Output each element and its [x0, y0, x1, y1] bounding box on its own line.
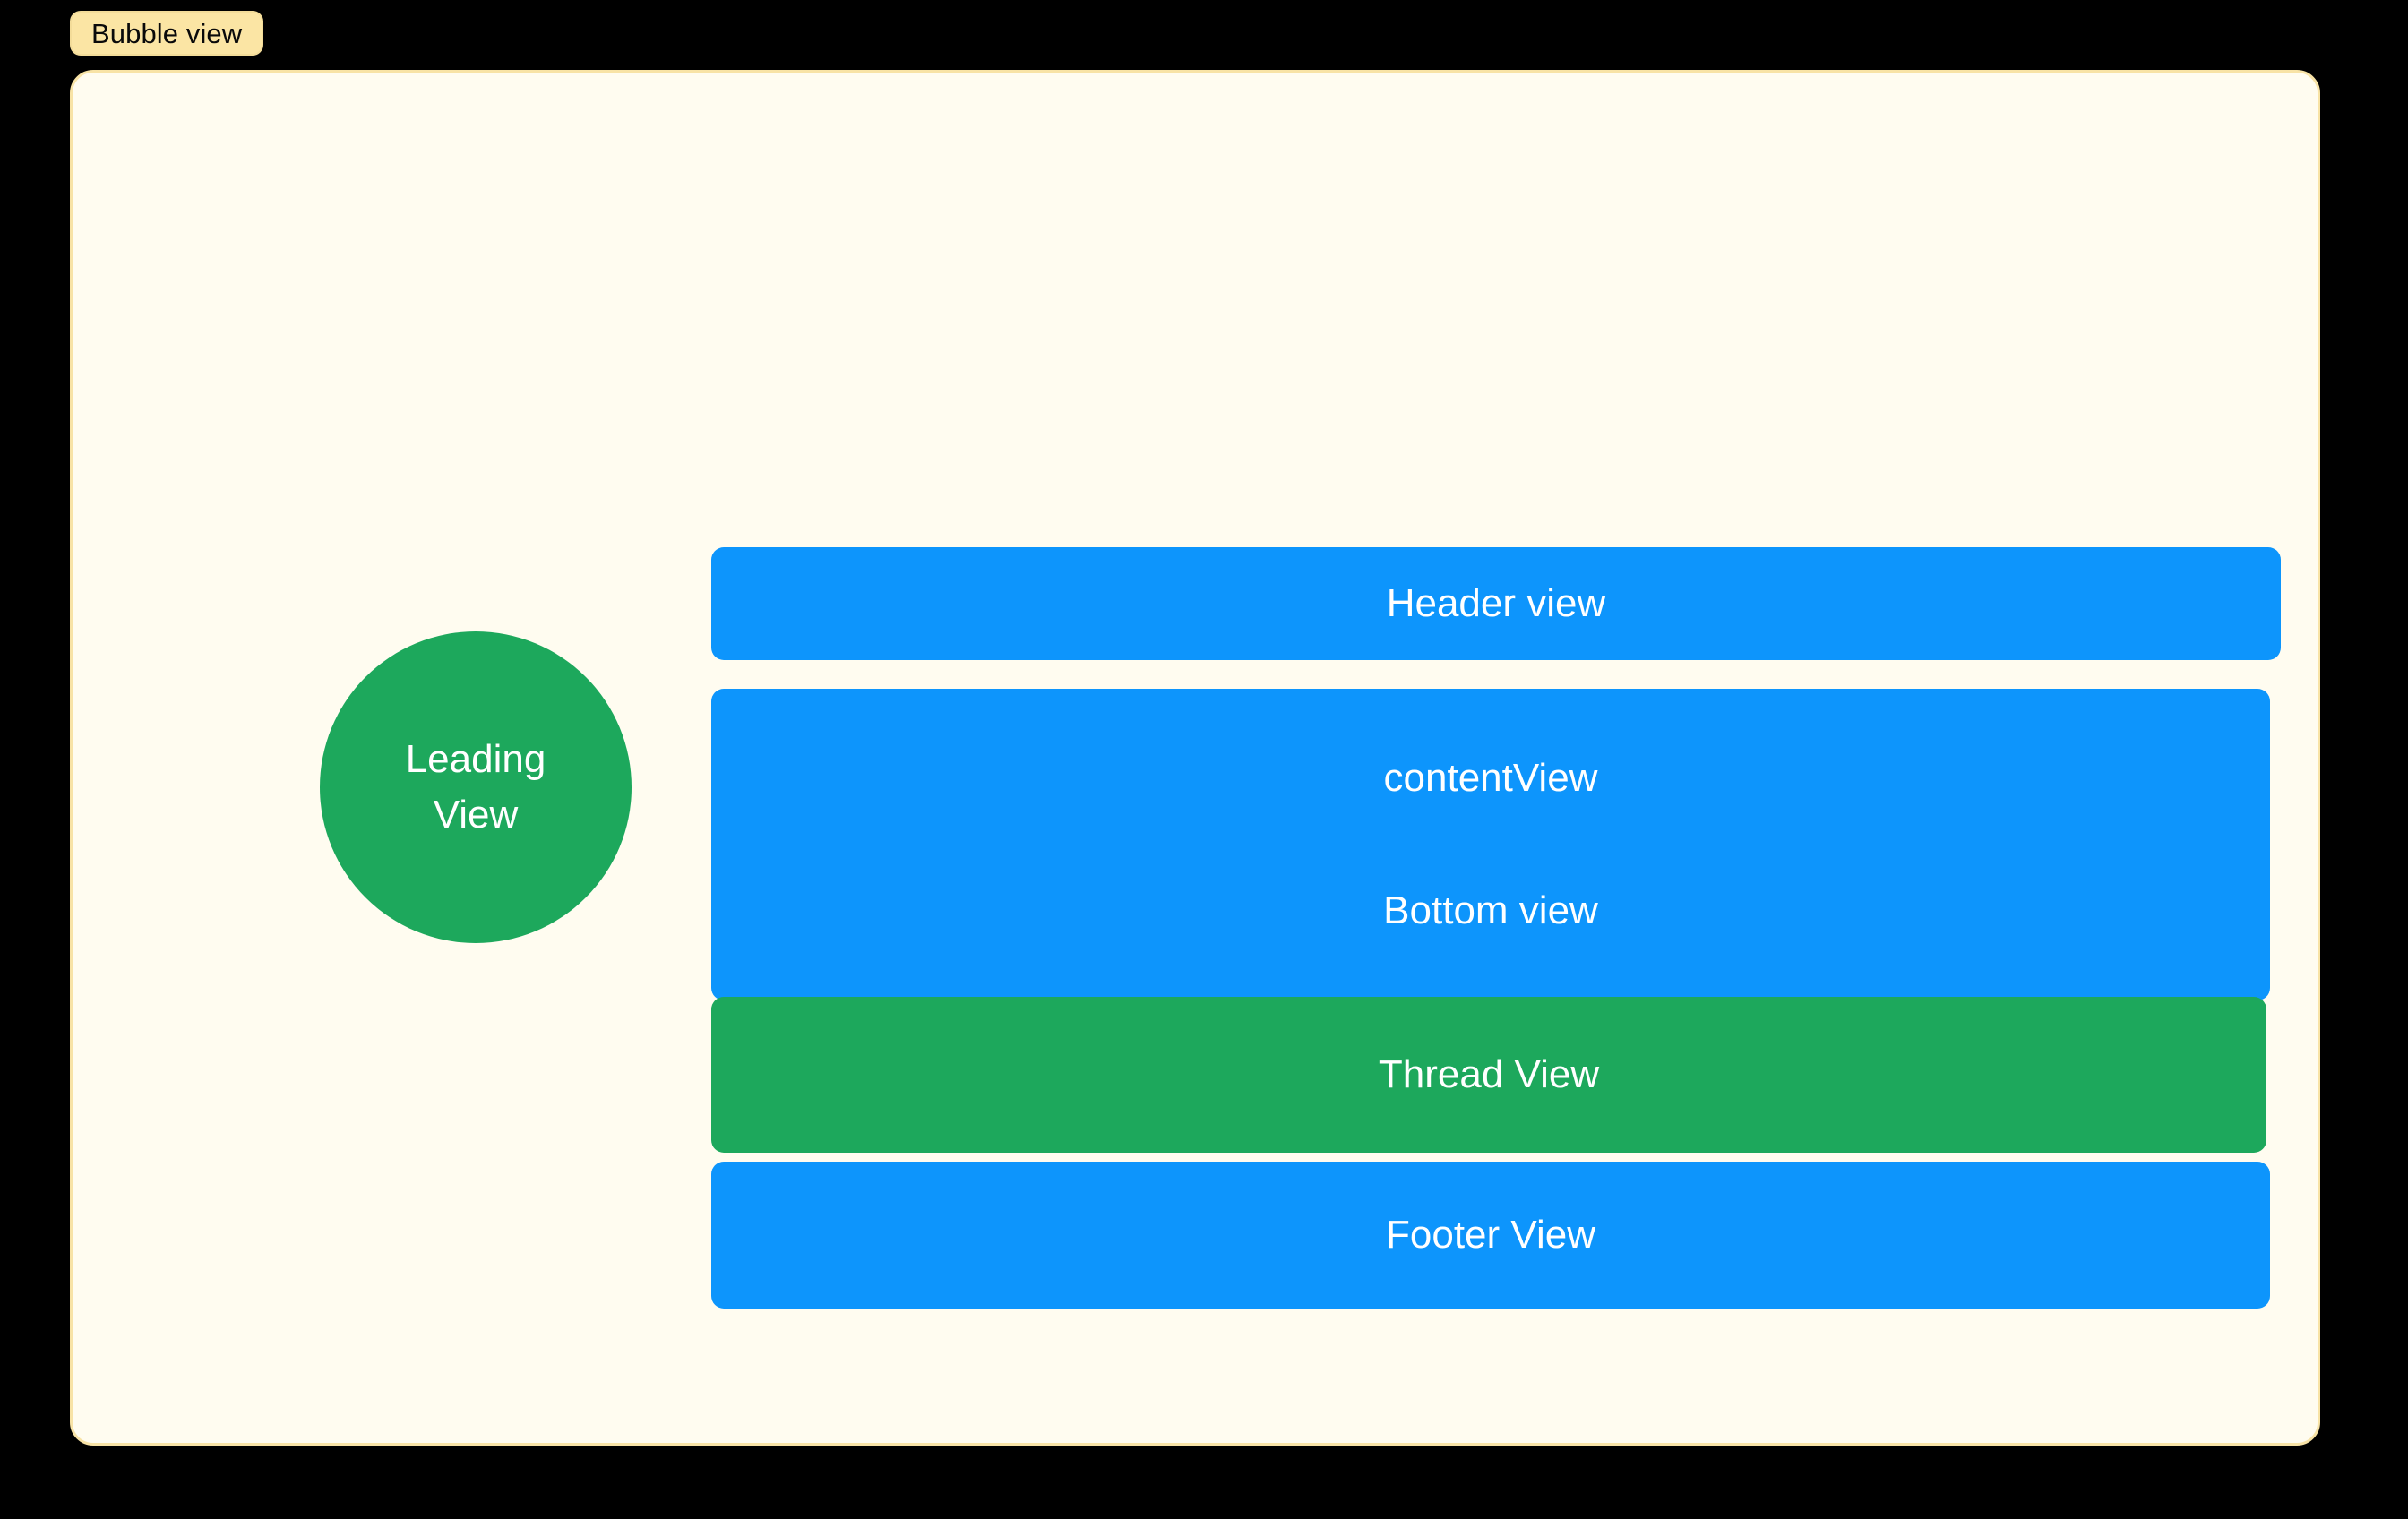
- footer-view-bar[interactable]: Footer View: [711, 1162, 2270, 1309]
- bottom-view-label: Bottom view: [1383, 888, 1598, 932]
- content-view-bar[interactable]: contentView Bottom view: [711, 689, 2270, 1000]
- bubble-view-label-text: Bubble view: [91, 17, 243, 49]
- leading-view-circle[interactable]: Leading View: [320, 631, 632, 943]
- header-view-bar[interactable]: Header view: [711, 547, 2281, 660]
- bubble-view-canvas: Leading View Header view contentView Bot…: [70, 70, 2320, 1446]
- leading-view-label-line-2: View: [433, 793, 519, 837]
- footer-view-label: Footer View: [1386, 1213, 1595, 1257]
- header-view-label: Header view: [1386, 581, 1606, 625]
- thread-view-bar[interactable]: Thread View: [711, 997, 2266, 1153]
- thread-view-label: Thread View: [1378, 1052, 1600, 1096]
- bubble-view-label-chip: Bubble view: [70, 11, 264, 56]
- leading-view-label-line-1: Leading: [405, 736, 546, 781]
- content-view-label: contentView: [1383, 756, 1598, 800]
